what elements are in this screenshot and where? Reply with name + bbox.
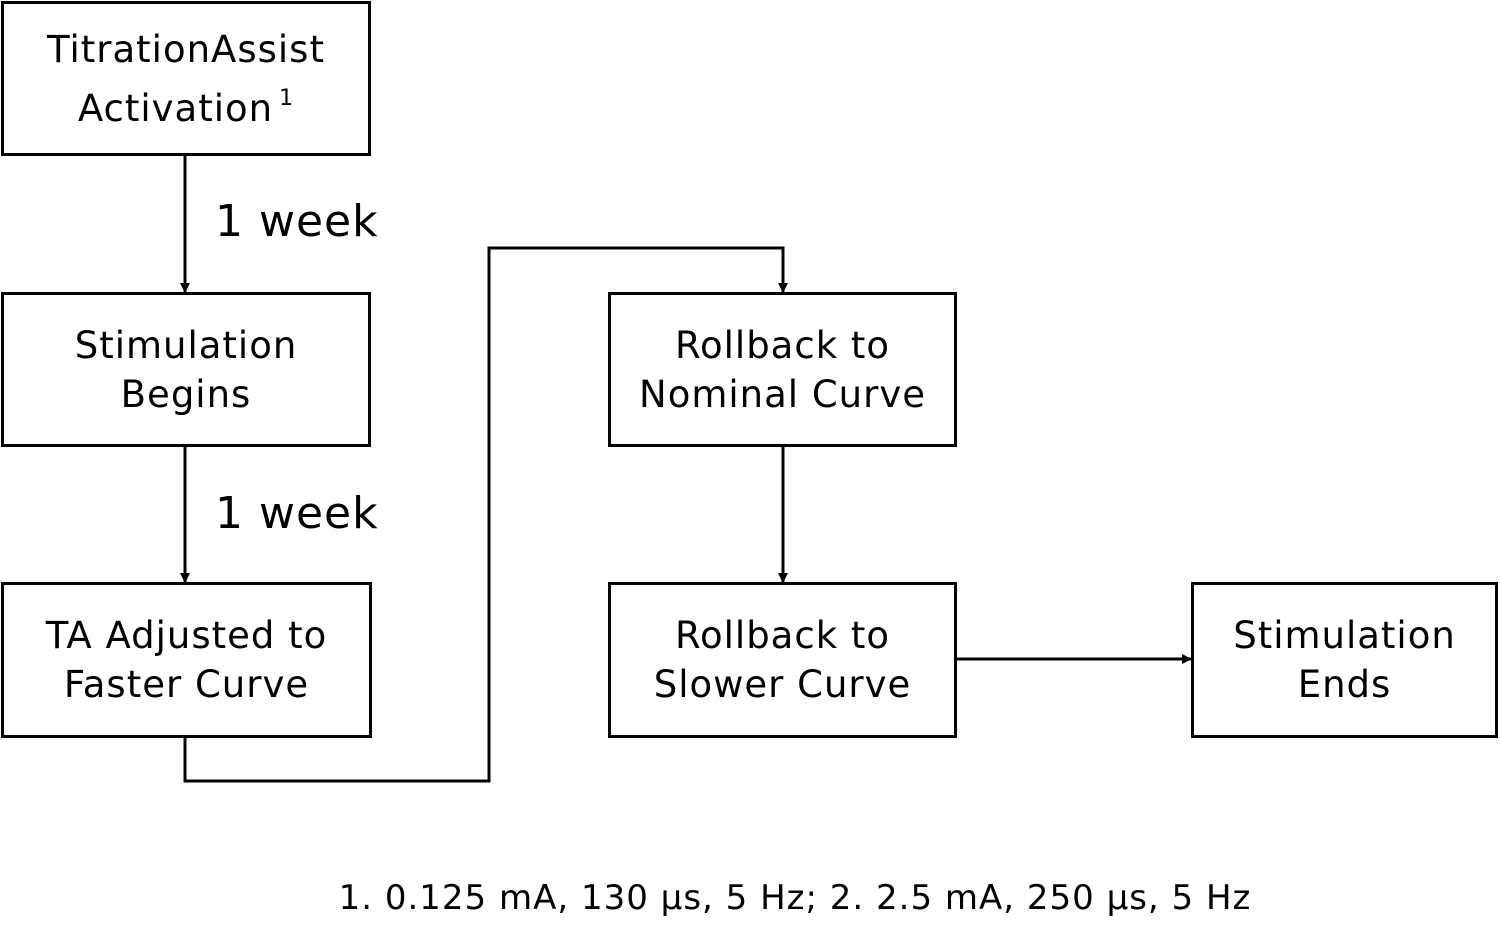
- node-rollback-nominal-curve: Rollback to Nominal Curve: [608, 292, 957, 447]
- node-stimulation-begins: Stimulation Begins: [1, 292, 371, 447]
- node-label-line1: Rollback to: [674, 323, 891, 367]
- node-label-line2: Nominal Curve: [639, 372, 926, 416]
- node-label-line2: Slower Curve: [653, 663, 912, 706]
- arrow-adjusted-to-nominal: [183, 246, 788, 783]
- edge-label-1-week-first: 1 week: [215, 196, 379, 247]
- node-label-line1: Stimulation: [1233, 614, 1456, 657]
- node-label-line2: Faster Curve: [63, 663, 310, 706]
- node-rollback-slower-curve: Rollback to Slower Curve: [608, 582, 957, 738]
- node-label-line1: Rollback to: [674, 614, 891, 657]
- footnote-text: 1. 0.125 mA, 130 μs, 5 Hz; 2. 2.5 mA, 25…: [338, 878, 1252, 918]
- node-label-line1: TitrationAssist: [47, 27, 325, 71]
- node-stimulation-ends: Stimulation Ends: [1191, 582, 1498, 738]
- node-label-text: Activation: [77, 86, 274, 130]
- node-label-line2: Ends: [1297, 663, 1392, 706]
- edge-label-1-week-second: 1 week: [215, 488, 379, 539]
- node-label-line1: TA Adjusted to: [45, 614, 328, 657]
- node-label-line1: Stimulation: [74, 323, 298, 367]
- footnote-marker: 1: [279, 85, 295, 111]
- node-ta-adjusted-faster-curve: TA Adjusted to Faster Curve: [1, 582, 372, 738]
- node-label-line2: Begins: [120, 372, 252, 416]
